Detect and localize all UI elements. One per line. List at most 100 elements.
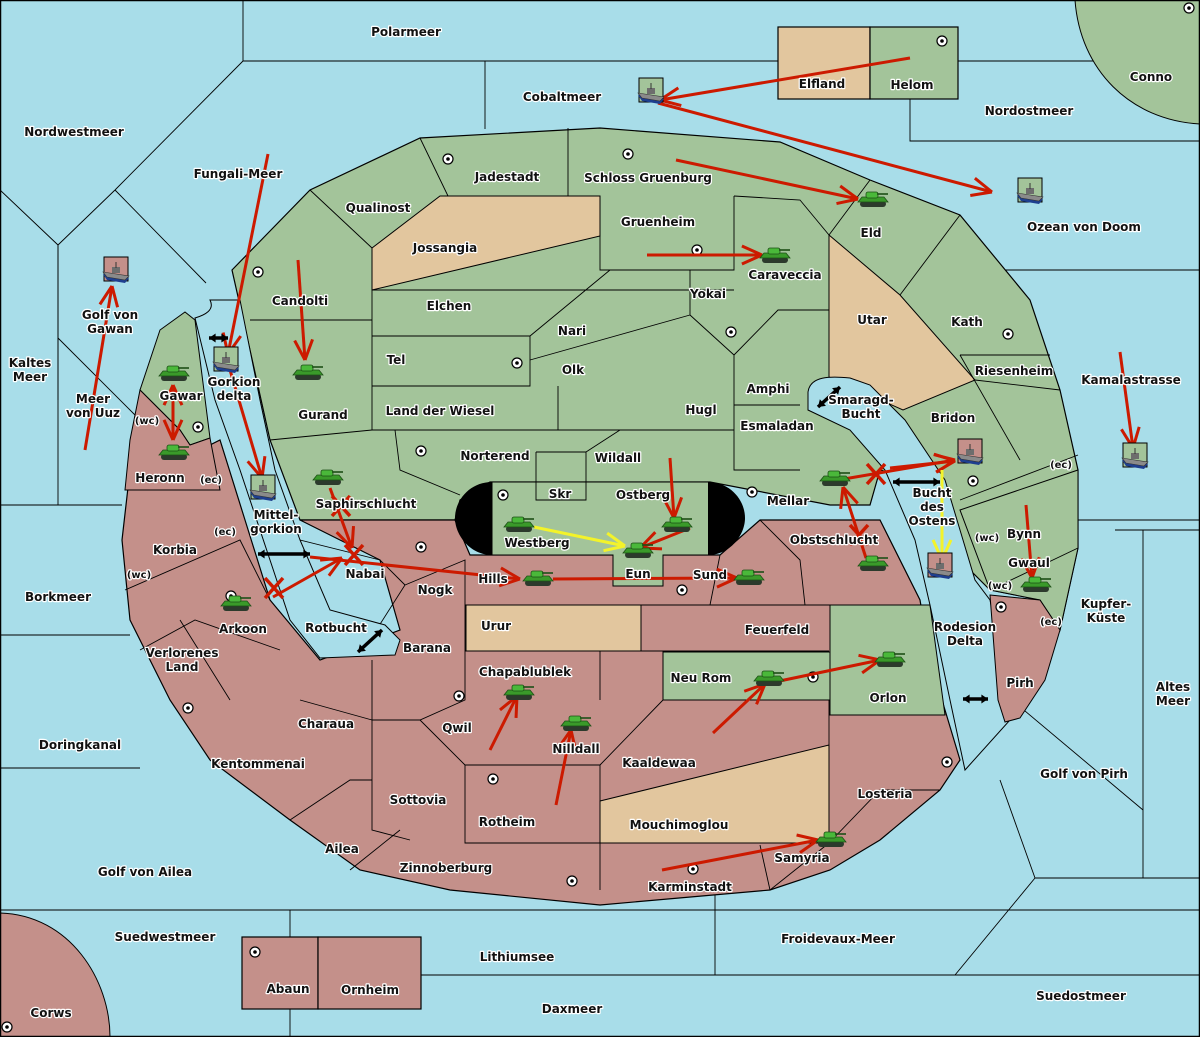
region-label-elchen: Elchen bbox=[427, 299, 472, 313]
army-tank-icon[interactable] bbox=[759, 247, 791, 263]
region-pirh[interactable] bbox=[989, 594, 1061, 723]
sea-mittelgorkion[interactable] bbox=[194, 299, 401, 659]
army-tank-icon[interactable] bbox=[857, 191, 889, 207]
region-label-helom: Helom bbox=[890, 78, 933, 92]
sea-label-rotbucht: Rotbucht bbox=[305, 621, 367, 635]
supply-center-icon bbox=[453, 690, 465, 702]
move-order-arrow bbox=[675, 158, 859, 206]
army-tank-icon[interactable] bbox=[1020, 576, 1052, 592]
move-order-arrow bbox=[293, 259, 314, 361]
region-label-gwaul: Gwaul bbox=[1008, 556, 1050, 570]
region-conno[interactable] bbox=[1074, 0, 1200, 125]
region-label-eld: Eld bbox=[861, 226, 882, 240]
region-label-barana: Barana bbox=[403, 641, 451, 655]
move-order-arrow bbox=[657, 101, 993, 197]
sea-label-nordostmeer: Nordostmeer bbox=[985, 104, 1074, 118]
labels-layer: PolarmeerCobaltmeerNordwestmeerFungali-M… bbox=[8, 24, 1192, 1021]
region-label-eun: Eun bbox=[625, 567, 650, 581]
move-order-arrow bbox=[83, 285, 120, 451]
army-tank-icon[interactable] bbox=[158, 365, 190, 381]
convoy-route-arrow bbox=[258, 549, 310, 559]
supply-center-icon bbox=[622, 148, 634, 160]
coast-label: (wc) bbox=[127, 570, 151, 581]
move-order-arrow bbox=[647, 244, 763, 266]
region-label-zinnoberburg: Zinnoberburg bbox=[400, 861, 492, 875]
region-label-skr: Skr bbox=[549, 487, 572, 501]
sea-label-nordwestmeer: Nordwestmeer bbox=[24, 125, 124, 139]
army-tank-icon[interactable] bbox=[661, 516, 693, 532]
region-label-arkoon: Arkoon bbox=[219, 622, 267, 636]
region-label-qwil: Qwil bbox=[442, 721, 472, 735]
region-label-karminstadt: Karminstadt bbox=[648, 880, 732, 894]
region-label-gruenheim: Gruenheim bbox=[621, 215, 695, 229]
fleet-ship-icon[interactable] bbox=[102, 256, 130, 283]
region-label-kath: Kath bbox=[951, 315, 983, 329]
supply-center-icon bbox=[1, 1021, 13, 1033]
impassable-west bbox=[455, 482, 492, 555]
fleet-ship-icon[interactable] bbox=[212, 346, 240, 373]
failed-order-cross-icon bbox=[865, 462, 887, 486]
fleet-ship-icon[interactable] bbox=[249, 474, 277, 501]
supply-center-icon bbox=[936, 35, 948, 47]
army-tank-icon[interactable] bbox=[815, 831, 847, 847]
failed-order-cross-icon bbox=[343, 543, 365, 567]
convoy-route-arrow bbox=[963, 694, 988, 704]
army-tank-icon[interactable] bbox=[560, 715, 592, 731]
move-order-arrow bbox=[662, 457, 684, 519]
sea-label-fungali-meer: Fungali-Meer bbox=[194, 167, 283, 181]
army-tank-icon[interactable] bbox=[503, 516, 535, 532]
army-tank-icon[interactable] bbox=[753, 670, 785, 686]
fleet-ship-icon[interactable] bbox=[956, 438, 984, 465]
region-corws[interactable] bbox=[0, 912, 111, 1037]
fleet-ship-icon[interactable] bbox=[1016, 177, 1044, 204]
sea-label-froidevaux-meer: Froidevaux-Meer bbox=[781, 932, 895, 946]
support-order-arrow bbox=[533, 525, 626, 553]
region-label-chapablublek: Chapablublek bbox=[479, 665, 572, 679]
region-ornheim[interactable] bbox=[317, 936, 422, 1010]
army-tank-icon[interactable] bbox=[874, 651, 906, 667]
sea-label-kamalastrasse: Kamalastrasse bbox=[1081, 373, 1181, 387]
region-label-nabai: Nabai bbox=[346, 567, 385, 581]
supply-center-icon bbox=[566, 875, 578, 887]
sea-label-doringkanal: Doringkanal bbox=[39, 738, 121, 752]
region-label-westberg: Westberg bbox=[504, 536, 569, 550]
supply-center-icon bbox=[941, 756, 953, 768]
region-label-feuerfeld: Feuerfeld bbox=[745, 623, 810, 637]
move-order-arrow bbox=[1020, 504, 1041, 579]
fleet-ship-icon[interactable] bbox=[926, 552, 954, 579]
region-label-kentommenai: Kentommenai bbox=[211, 757, 305, 771]
army-tank-icon[interactable] bbox=[733, 569, 765, 585]
supply-center-icon bbox=[687, 863, 699, 875]
move-order-arrow bbox=[839, 485, 868, 559]
region-label-ostberg: Ostberg bbox=[616, 488, 670, 502]
fleet-ship-icon[interactable] bbox=[637, 77, 665, 104]
coast-label: (ec) bbox=[1040, 617, 1062, 628]
region-label-obstschlucht: Obstschlucht bbox=[790, 533, 879, 547]
army-tank-icon[interactable] bbox=[503, 684, 535, 700]
fleet-ship-icon[interactable] bbox=[1121, 442, 1149, 469]
army-tank-icon[interactable] bbox=[622, 542, 654, 558]
sea-label-golf-von-ailea: Golf von Ailea bbox=[98, 865, 192, 879]
army-tank-icon[interactable] bbox=[522, 570, 554, 586]
army-tank-icon[interactable] bbox=[312, 469, 344, 485]
army-tank-icon[interactable] bbox=[220, 595, 252, 611]
sea-bucht-des-ostens[interactable] bbox=[807, 376, 1011, 772]
region-label-amphi: Amphi bbox=[746, 382, 789, 396]
army-tank-icon[interactable] bbox=[857, 555, 889, 571]
region-elfland[interactable] bbox=[777, 26, 871, 100]
move-order-arrow bbox=[552, 567, 738, 589]
supply-center-icon bbox=[1183, 2, 1195, 14]
region-label-land-der-wiesel: Land der Wiesel bbox=[386, 404, 495, 418]
army-tank-icon[interactable] bbox=[292, 364, 324, 380]
convoy-route-arrow bbox=[816, 385, 842, 409]
region-label-schloss-gruenburg: Schloss Gruenburg bbox=[584, 171, 712, 185]
army-tank-icon[interactable] bbox=[819, 470, 851, 486]
region-label-pirh: Pirh bbox=[1006, 676, 1033, 690]
army-tank-icon[interactable] bbox=[158, 444, 190, 460]
supply-center-icon bbox=[252, 266, 264, 278]
move-order-arrow bbox=[162, 384, 184, 440]
